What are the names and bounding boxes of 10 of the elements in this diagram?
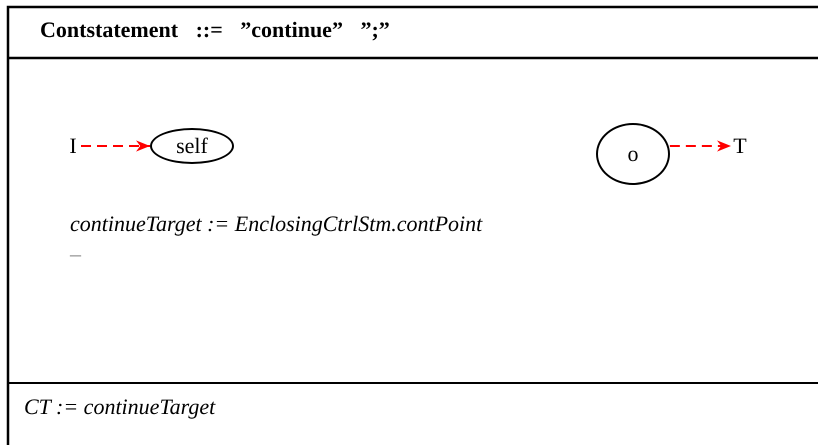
dash-mark: – xyxy=(70,243,81,265)
assignment-text: continueTarget := EnclosingCtrlStm.contPoint xyxy=(70,213,482,235)
dashed-arrow xyxy=(670,140,731,152)
ellipse-node: self xyxy=(150,128,234,164)
node-label: T xyxy=(731,134,749,158)
footer-assignment-text: CT := continueTarget xyxy=(24,396,216,418)
dashed-arrow xyxy=(81,140,150,152)
grammar-rule-title: Contstatement ::= ”continue” ”;” xyxy=(40,19,390,41)
node-label: I xyxy=(65,134,81,158)
ellipse-node: o xyxy=(596,123,670,185)
